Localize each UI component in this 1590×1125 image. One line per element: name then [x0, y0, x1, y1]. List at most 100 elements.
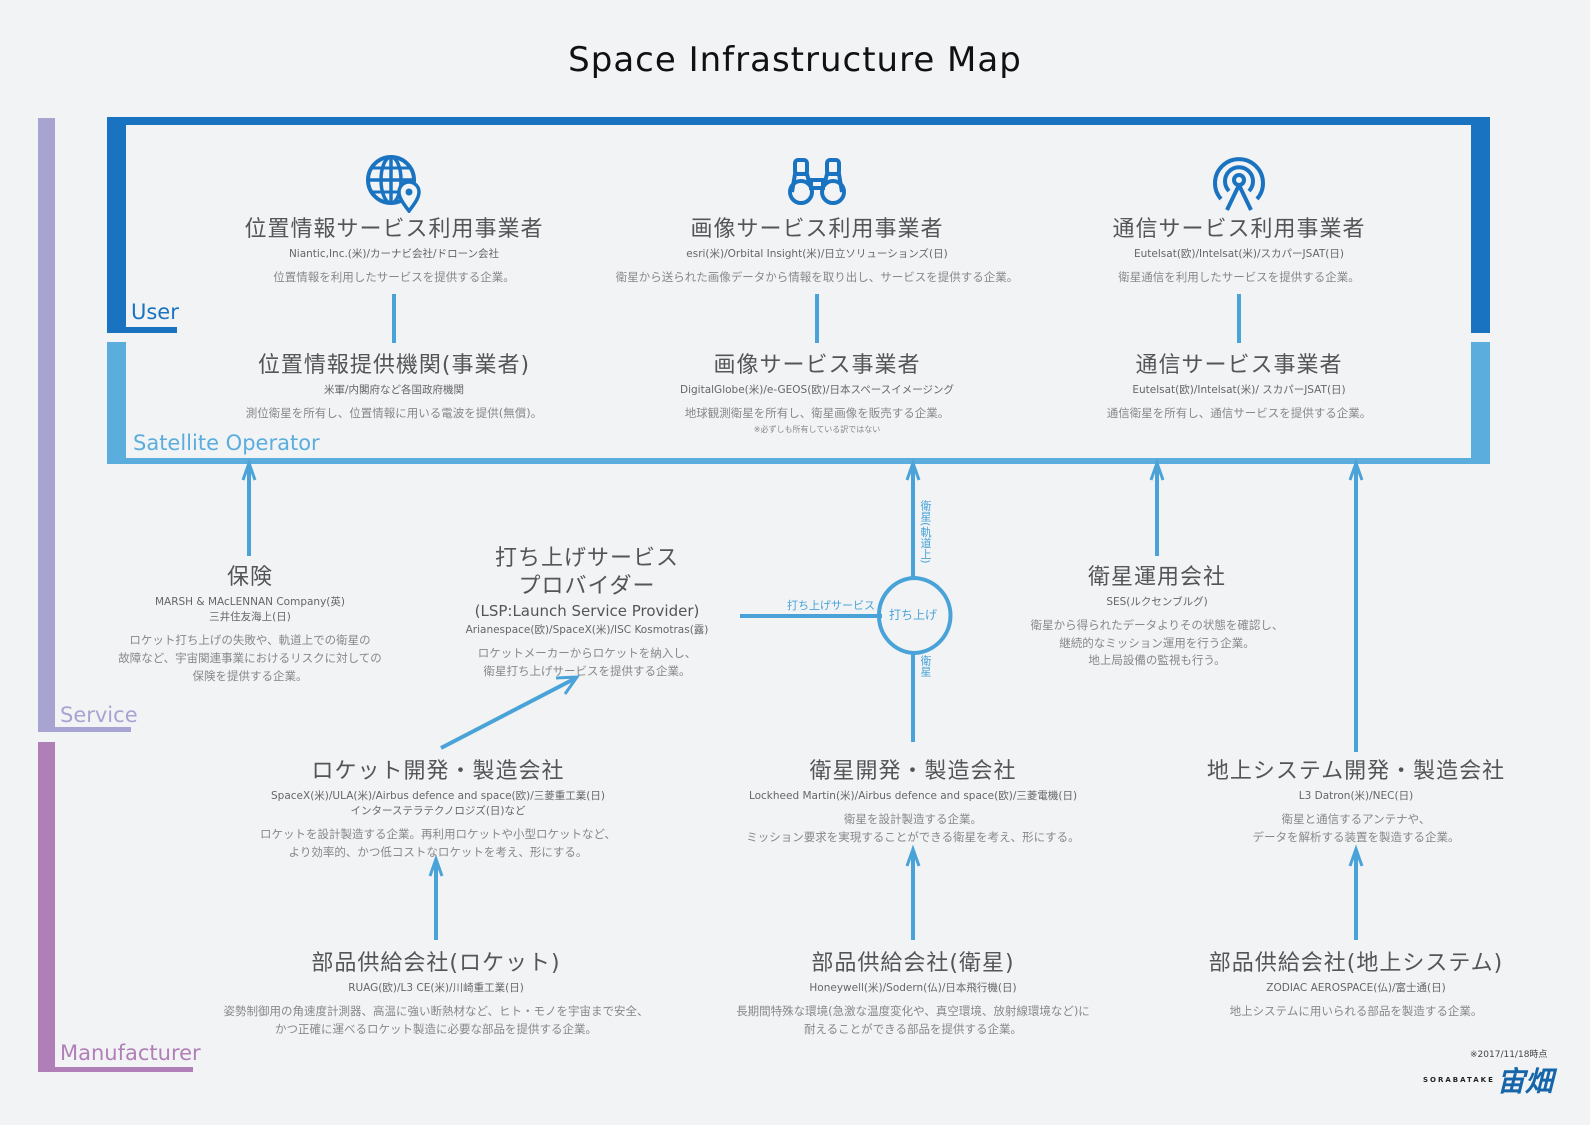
broadcast-antenna-icon — [1213, 157, 1265, 211]
node-title: 打ち上げサービス プロバイダー — [437, 545, 737, 600]
date-note: ※2017/11/18時点 — [1470, 1050, 1548, 1060]
node-companies: Arianespace(欧)/SpaceX(米)/ISC Kosmotras(露… — [465, 624, 709, 636]
service-layer-underline — [38, 727, 131, 732]
globe-location-icon — [366, 155, 421, 213]
node-description-line: 衛星打ち上げサービスを提供する企業。 — [483, 664, 691, 679]
node-companies: 米軍/内閣府など各国政府機関 — [323, 383, 465, 396]
node-companies: DigitalGlobe(米)/e-GEOS(欧)/日本スペースイメージング — [680, 383, 954, 396]
node-description: 位置情報を利用したサービスを提供する企業。 — [273, 269, 515, 284]
manufacturer-node-ground: 地上システム開発・製造会社 L3 Datron(米)/NEC(日) 衛星と通信す… — [1196, 758, 1516, 846]
node-title: 位置情報サービス利用事業者 — [244, 217, 544, 242]
user-box-left — [107, 117, 126, 333]
operator-node-communication: 通信サービス事業者 Eutelsat(欧)/Intelsat(米)/ スカパーJ… — [1039, 352, 1439, 423]
manufacturer-layer-label: Manufacturer — [60, 1041, 201, 1065]
binoculars-icon — [788, 158, 846, 205]
node-note: ※必ずしも所有している訳ではない — [753, 424, 881, 434]
node-companies: MARSH & MAcLENNAN Company(英) 三井住友海上(日) — [100, 595, 400, 625]
node-title: 通信サービス利用事業者 — [1112, 217, 1366, 242]
node-description-line: より効率的、かつ低コストなロケットを考え、形にする。 — [288, 844, 588, 859]
node-title-line: 打ち上げサービス — [494, 546, 679, 571]
operator-layer-label: Satellite Operator — [133, 431, 320, 455]
node-description-line: 地上局設備の監視も行う。 — [1088, 653, 1226, 668]
service-layer-bar — [38, 118, 55, 732]
user-layer-label: User — [131, 300, 179, 324]
operator-node-positioning: 位置情報提供機関(事業者) 米軍/内閣府など各国政府機関 測位衛星を所有し、位置… — [194, 352, 594, 423]
orbit-label: 衛星(軌道上) — [919, 500, 932, 564]
parts-node-rocket: 部品供給会社(ロケット) RUAG(欧)/L3 CE(米)/川崎重工業(日) 姿… — [196, 950, 676, 1038]
node-description: 衛星通信を利用したサービスを提供する企業。 — [1118, 269, 1360, 284]
node-description-line: データを解析する装置を製造する企業。 — [1252, 829, 1460, 844]
service-node-satellite-operation: 衛星運用会社 SES(ルクセンブルグ) 衛星から得られたデータよりその状態を確認… — [1007, 564, 1307, 670]
node-description-line: ロケット打ち上げの失敗や、軌道上での衛星の — [129, 632, 371, 647]
node-description: ロケットを設計製造する企業。再利用ロケットや小型ロケットなど、 より効率的、かつ… — [218, 826, 658, 862]
user-box-underline — [107, 327, 177, 333]
node-companies: Lockheed Martin(米)/Airbus defence and sp… — [748, 789, 1078, 802]
operator-box-left — [107, 342, 126, 464]
node-description: 姿勢制御用の角速度計測器、高温に強い断熱材など、ヒト・モノを宇宙まで安全、 かつ… — [196, 1003, 676, 1039]
node-description: 通信衛星を所有し、通信サービスを提供する企業。 — [1106, 405, 1372, 420]
launch-label: 打ち上げ — [889, 608, 938, 622]
node-companies: SpaceX(米)/ULA(米)/Airbus defence and spac… — [218, 789, 658, 819]
node-description-line: 衛星と通信するアンテナや、 — [1281, 811, 1431, 826]
operator-box-bottom — [107, 458, 1490, 464]
node-description: 衛星から送られた画像データから情報を取り出し、サービスを提供する企業。 — [615, 269, 1019, 284]
node-title: 部品供給会社(衛星) — [811, 951, 1015, 976]
manufacturer-node-rocket: ロケット開発・製造会社 SpaceX(米)/ULA(米)/Airbus defe… — [218, 758, 658, 862]
node-companies-line: MARSH & MAcLENNAN Company(英) — [154, 595, 345, 608]
parts-node-satellite: 部品供給会社(衛星) Honeywell(米)/Sodern(仏)/日本飛行機(… — [693, 950, 1133, 1038]
node-description: 長期間特殊な環境(急激な温度変化や、真空環境、放射線環境など)に 耐えることがで… — [693, 1003, 1133, 1039]
node-title: 部品供給会社(地上システム) — [1208, 951, 1504, 976]
user-node-communication: 通信サービス利用事業者 Eutelsat(欧)/Intelsat(米)/スカパー… — [1039, 216, 1439, 287]
node-description: 衛星を設計製造する企業。 ミッション要求を実現することができる衛星を考え、形にす… — [693, 811, 1133, 847]
node-title: 地上システム開発・製造会社 — [1206, 759, 1506, 784]
node-description-line: 継続的なミッション運用を行う企業。 — [1059, 635, 1255, 650]
node-companies-line: インターステラテクノロジズ(日)など — [350, 804, 526, 817]
operator-node-imaging: 画像サービス事業者 DigitalGlobe(米)/e-GEOS(欧)/日本スペ… — [587, 352, 1047, 435]
service-node-insurance: 保険 MARSH & MAcLENNAN Company(英) 三井住友海上(日… — [100, 564, 400, 685]
node-subtitle: (LSP:Launch Service Provider) — [474, 602, 700, 620]
node-description-line: ミッション要求を実現することができる衛星を考え、形にする。 — [746, 829, 1080, 844]
node-description: 衛星から得られたデータよりその状態を確認し、 継続的なミッション運用を行う企業。… — [1007, 617, 1307, 670]
user-box-top — [107, 117, 1490, 125]
parts-node-ground: 部品供給会社(地上システム) ZODIAC AEROSPACE(仏)/富士通(日… — [1191, 950, 1521, 1021]
node-companies: ZODIAC AEROSPACE(仏)/富士通(日) — [1266, 981, 1446, 994]
user-box-right — [1471, 117, 1490, 333]
node-title: 部品供給会社(ロケット) — [311, 951, 561, 976]
logo: 宙畑 — [1497, 1065, 1554, 1098]
node-companies: esri(米)/Orbital Insight(米)/日立ソリューションズ(日) — [686, 247, 948, 260]
node-title-line: プロバイダー — [518, 573, 656, 599]
node-description: 地上システムに用いられる部品を製造する企業。 — [1191, 1003, 1521, 1021]
node-description: 衛星と通信するアンテナや、 データを解析する装置を製造する企業。 — [1196, 811, 1516, 847]
user-node-imaging: 画像サービス利用事業者 esri(米)/Orbital Insight(米)/日… — [587, 216, 1047, 287]
node-companies: Eutelsat(欧)/Intelsat(米)/スカパーJSAT(日) — [1134, 247, 1344, 260]
node-description-line: 保険を提供する企業。 — [192, 668, 308, 683]
node-description-line: かつ正確に運べるロケット製造に必要な部品を提供する企業。 — [275, 1021, 597, 1036]
node-companies: L3 Datron(米)/NEC(日) — [1298, 789, 1414, 802]
node-companies: Niantic,Inc.(米)/カーナビ会社/ドローン会社 — [288, 247, 500, 260]
node-title: 通信サービス事業者 — [1135, 353, 1343, 378]
node-description: 測位衛星を所有し、位置情報に用いる電波を提供(無償)。 — [245, 405, 543, 420]
node-description-line: 故障など、宇宙関連事業におけるリスクに対しての — [118, 650, 382, 665]
node-title: 画像サービス利用事業者 — [690, 217, 944, 242]
launch-service-label: 打ち上げサービス — [787, 599, 875, 612]
node-title: 衛星開発・製造会社 — [809, 759, 1017, 784]
service-node-lsp: 打ち上げサービス プロバイダー (LSP:Launch Service Prov… — [437, 545, 737, 681]
node-companies: RUAG(欧)/L3 CE(米)/川崎重工業(日) — [348, 981, 524, 994]
manufacturer-node-satellite: 衛星開発・製造会社 Lockheed Martin(米)/Airbus defe… — [693, 758, 1133, 846]
node-description-line: 地上システムに用いられる部品を製造する企業。 — [1229, 1003, 1483, 1018]
node-companies: Eutelsat(欧)/Intelsat(米)/ スカパーJSAT(日) — [1132, 383, 1346, 396]
node-description-line: ロケットを設計製造する企業。再利用ロケットや小型ロケットなど、 — [260, 826, 616, 841]
node-description-line: 姿勢制御用の角速度計測器、高温に強い断熱材など、ヒト・モノを宇宙まで安全、 — [223, 1003, 649, 1018]
node-description: ロケットメーカーからロケットを納入し、 衛星打ち上げサービスを提供する企業。 — [437, 645, 737, 681]
operator-box-right — [1471, 342, 1490, 464]
node-description-line: 長期間特殊な環境(急激な温度変化や、真空環境、放射線環境など)に — [736, 1003, 1090, 1018]
node-companies-line: SpaceX(米)/ULA(米)/Airbus defence and spac… — [271, 789, 605, 802]
page-title: Space Infrastructure Map — [568, 40, 1022, 80]
node-title: 位置情報提供機関(事業者) — [257, 353, 531, 378]
node-companies-line: 三井住友海上(日) — [209, 610, 291, 623]
node-description-line: 耐えることができる部品を提供する企業。 — [804, 1021, 1022, 1036]
node-description-line: ロケットメーカーからロケットを納入し、 — [477, 646, 697, 661]
node-companies: SES(ルクセンブルグ) — [1106, 595, 1208, 608]
service-layer-label: Service — [60, 703, 138, 727]
